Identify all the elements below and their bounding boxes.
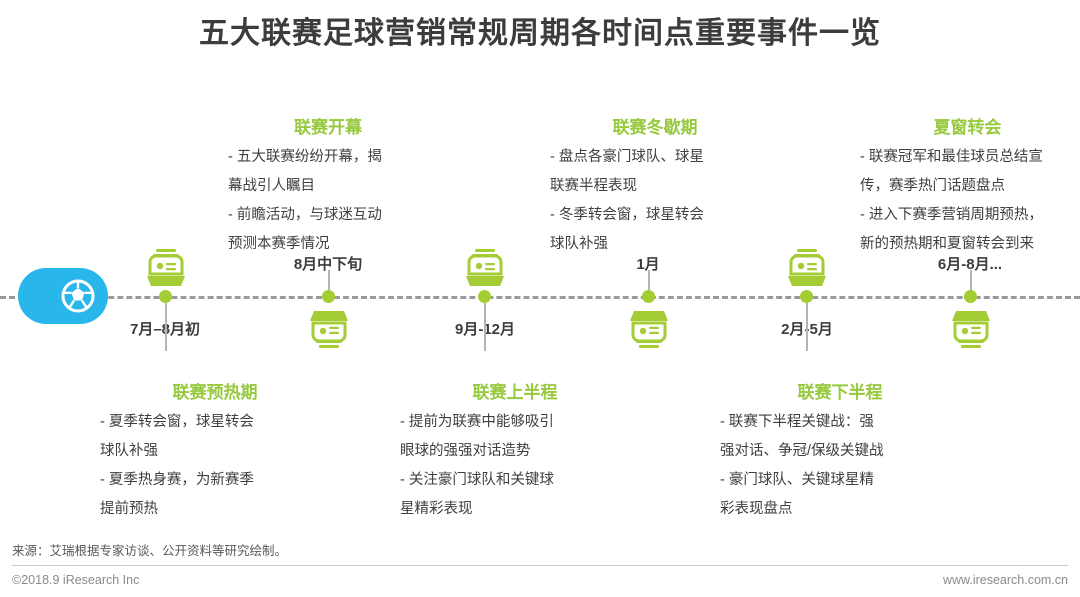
card-box-icon [950, 309, 992, 349]
copyright-text: ©2018.9 iResearch Inc [12, 573, 140, 587]
block-line: - 提前为联赛中能够吸引 [400, 414, 554, 430]
block-line: 联赛半程表现 [550, 178, 637, 194]
block-line: - 夏季转会窗，球星转会 [100, 414, 254, 430]
date-label-summer-window: 6月-8月... [937, 256, 1003, 273]
footer-divider [12, 565, 1068, 566]
block-heading-winter-break: 联赛冬歇期 [612, 118, 698, 137]
card-box-icon [464, 248, 506, 288]
block-heading-preheat: 联赛预热期 [172, 383, 258, 402]
block-line: 眼球的强强对话造势 [400, 443, 531, 459]
block-line: 提前预热 [100, 501, 158, 517]
speeding-soccer-ball-icon [16, 268, 108, 324]
content-block-summer-window: 夏窗转会 - 联赛冠军和最佳球员总结宣 传，赛季热门话题盘点 - 进入下赛季营销… [860, 113, 1075, 259]
date-label-opening: 8月中下旬 [293, 256, 363, 273]
content-block-second-half: 联赛下半程 - 联赛下半程关键战：强 强对话、争冠/保级关键战 - 豪门球队、关… [720, 378, 960, 524]
source-note: 来源：艾瑞根据专家访谈、公开资料等研究绘制。 [12, 544, 288, 558]
block-line: 强对话、争冠/保级关键战 [720, 443, 884, 459]
block-line: - 前瞻活动，与球迷互动 [228, 207, 382, 223]
block-line: - 联赛冠军和最佳球员总结宣 [860, 149, 1043, 165]
timeline-dot-summer-window[interactable] [964, 290, 977, 303]
block-line: 预测本赛季情况 [228, 236, 330, 252]
block-line: 新的预热期和夏窗转会到来 [860, 236, 1034, 252]
timeline-dot-preheat[interactable] [159, 290, 172, 303]
block-heading-first-half: 联赛上半程 [472, 383, 558, 402]
block-line: - 豪门球队、关键球星精 [720, 472, 874, 488]
content-block-opening: 联赛开幕 - 五大联赛纷纷开幕，揭 幕战引人瞩目 - 前瞻活动，与球迷互动 预测… [228, 113, 428, 259]
timeline-stem-summer-window [970, 270, 972, 292]
block-line: - 冬季转会窗，球星转会 [550, 207, 704, 223]
block-line: 彩表现盘点 [720, 501, 793, 517]
block-line: - 联赛下半程关键战：强 [720, 414, 874, 430]
timeline-dot-opening[interactable] [322, 290, 335, 303]
block-heading-opening: 联赛开幕 [294, 118, 362, 137]
card-box-icon [145, 248, 187, 288]
block-line: - 夏季热身赛，为新赛季 [100, 472, 254, 488]
content-block-first-half: 联赛上半程 - 提前为联赛中能够吸引 眼球的强强对话造势 - 关注豪门球队和关键… [400, 378, 630, 524]
block-heading-summer-window: 夏窗转会 [933, 118, 1002, 137]
block-line: - 五大联赛纷纷开幕，揭 [228, 149, 382, 165]
card-box-icon [628, 309, 670, 349]
block-line: - 关注豪门球队和关键球 [400, 472, 554, 488]
timeline-axis [0, 296, 1080, 299]
timeline-stem-preheat [165, 303, 167, 351]
timeline-dot-winter-break[interactable] [642, 290, 655, 303]
block-line: - 进入下赛季营销周期预热， [860, 207, 1043, 223]
date-label-winter-break: 1月 [636, 256, 660, 273]
card-box-icon [308, 309, 350, 349]
timeline-stem-first-half [484, 303, 486, 351]
content-block-winter-break: 联赛冬歇期 - 盘点各豪门球队、球星 联赛半程表现 - 冬季转会窗，球星转会 球… [550, 113, 760, 259]
block-line: - 盘点各豪门球队、球星 [550, 149, 704, 165]
website-link[interactable]: www.iresearch.com.cn [942, 573, 1068, 587]
timeline-stem-opening [328, 270, 330, 292]
timeline-dot-first-half[interactable] [478, 290, 491, 303]
block-line: 幕战引人瞩目 [228, 178, 315, 194]
block-line: 星精彩表现 [400, 501, 473, 517]
block-line: 球队补强 [100, 443, 158, 459]
page-title: 五大联赛足球营销常规周期各时间点重要事件一览 [199, 17, 881, 50]
timeline-dot-second-half[interactable] [800, 290, 813, 303]
block-line: 传，赛季热门话题盘点 [860, 178, 1005, 194]
content-block-preheat: 联赛预热期 - 夏季转会窗，球星转会 球队补强 - 夏季热身赛，为新赛季 提前预… [100, 378, 330, 524]
card-box-icon [786, 248, 828, 288]
block-heading-second-half: 联赛下半程 [797, 383, 883, 402]
timeline-stem-winter-break [648, 270, 650, 292]
block-line: 球队补强 [550, 236, 608, 252]
timeline-stem-second-half [806, 303, 808, 351]
